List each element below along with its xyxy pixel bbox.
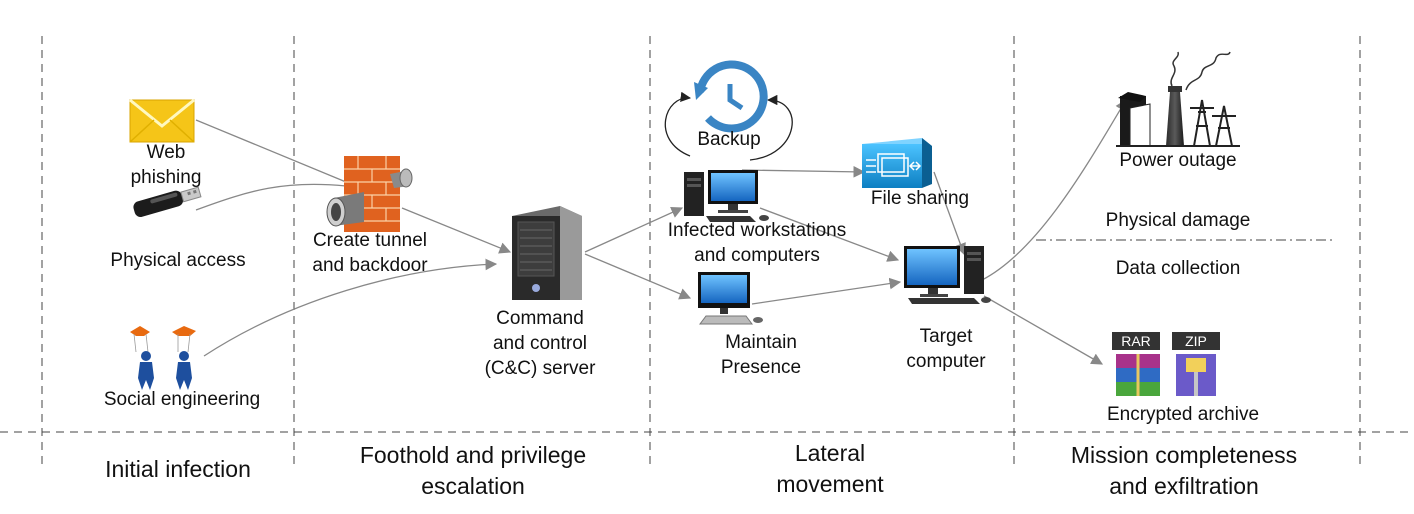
label-encrypted-archive: Encrypted archive — [1106, 404, 1260, 425]
backup-loop — [664, 91, 793, 161]
label-power-outage: Power outage — [1119, 150, 1237, 171]
edge-cc-infected — [584, 207, 684, 253]
firewall-tunnel-icon — [326, 156, 413, 232]
edge-target-archive — [983, 295, 1104, 365]
envelope-icon — [129, 98, 195, 143]
puppet-people-icon — [130, 326, 196, 390]
edge-cc-maintain — [584, 253, 692, 300]
edges — [195, 98, 1127, 365]
all-in-one-computer-icon — [698, 272, 763, 325]
edge-usb-tunnel — [195, 183, 347, 211]
phase-initial-infection: Initial infection — [105, 456, 251, 482]
server-tower-icon — [512, 206, 582, 300]
label-file-sharing: File sharing — [870, 188, 970, 209]
backup-clock-icon — [694, 60, 768, 133]
phase-dividers — [0, 36, 1414, 470]
edge-fileshare-target — [933, 171, 966, 256]
power-plant-icon — [1116, 51, 1240, 147]
target-computer-icon — [904, 246, 991, 304]
file-sharing-icon — [862, 138, 932, 188]
label-social-engineering: Social engineering — [103, 389, 261, 410]
edge-social-cc — [203, 258, 498, 357]
label-data-collection: Data collection — [1115, 258, 1241, 279]
archive-icon — [1112, 332, 1220, 396]
zip-badge: ZIP — [1185, 333, 1207, 349]
edge-phishing-tunnel — [195, 119, 347, 183]
edge-target-power — [981, 98, 1127, 281]
edge-maintain-target — [751, 277, 902, 305]
edge-infected-fileshare — [741, 165, 866, 178]
label-backup: Backup — [697, 129, 761, 150]
workstation-icon — [684, 170, 769, 222]
edge-infected-target — [759, 207, 900, 262]
usb-drive-icon — [133, 186, 202, 217]
rar-badge: RAR — [1121, 333, 1151, 349]
edge-tunnel-cc — [401, 207, 512, 254]
label-physical-damage: Physical damage — [1105, 210, 1251, 231]
label-physical-access: Physical access — [110, 250, 246, 271]
